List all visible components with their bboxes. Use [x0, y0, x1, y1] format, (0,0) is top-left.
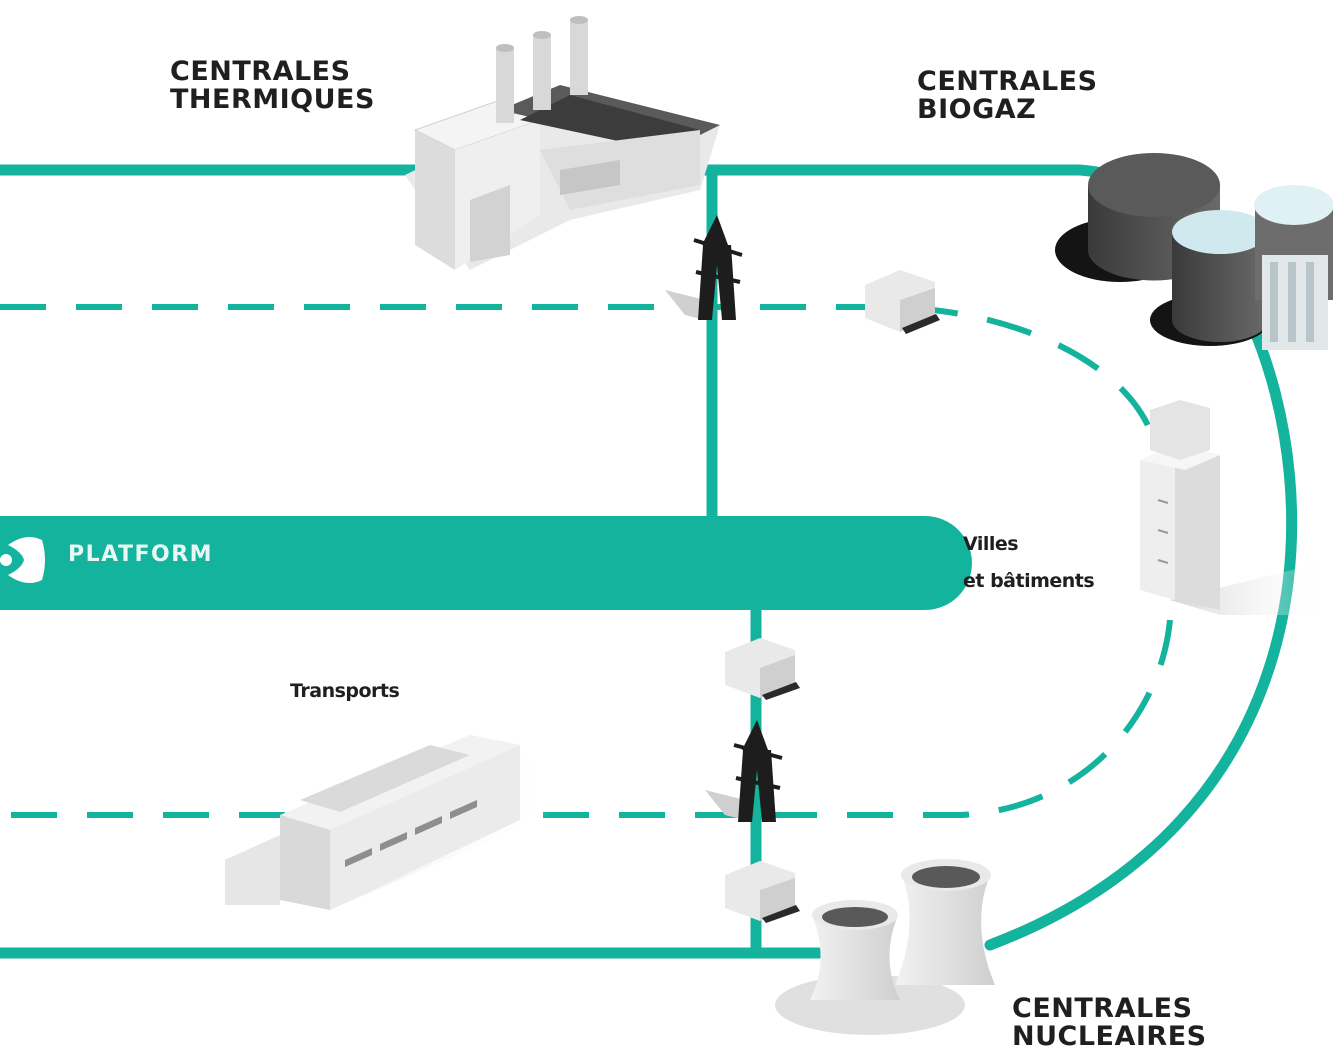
label-transport: Transports — [290, 680, 400, 702]
platform-label: PLATFORM — [68, 542, 214, 567]
substation-icon — [725, 861, 800, 923]
platform-bar — [0, 516, 972, 610]
smokestacks — [496, 16, 588, 123]
pylon-icon — [705, 720, 783, 822]
city-building-icon — [1140, 400, 1333, 615]
label-cities-buildings: Villes et bâtiments — [963, 533, 1095, 593]
factory-windows — [345, 800, 477, 867]
pylon-icon — [665, 215, 743, 320]
factory-icon — [225, 735, 560, 910]
label-biogas-plants: CENTRALES BIOGAZ — [917, 66, 1098, 126]
nuclear-plant-icon — [775, 859, 995, 1035]
thermal-plant-icon — [405, 16, 720, 270]
substation-icon — [865, 270, 940, 334]
biogas-plant-icon — [1055, 153, 1333, 350]
label-nuclear-plants: CENTRALES NUCLEAIRES — [1012, 993, 1207, 1053]
platform-logo-icon — [0, 536, 45, 584]
substation-icon — [725, 638, 800, 700]
label-thermal-plants: CENTRALES THERMIQUES — [170, 56, 375, 116]
